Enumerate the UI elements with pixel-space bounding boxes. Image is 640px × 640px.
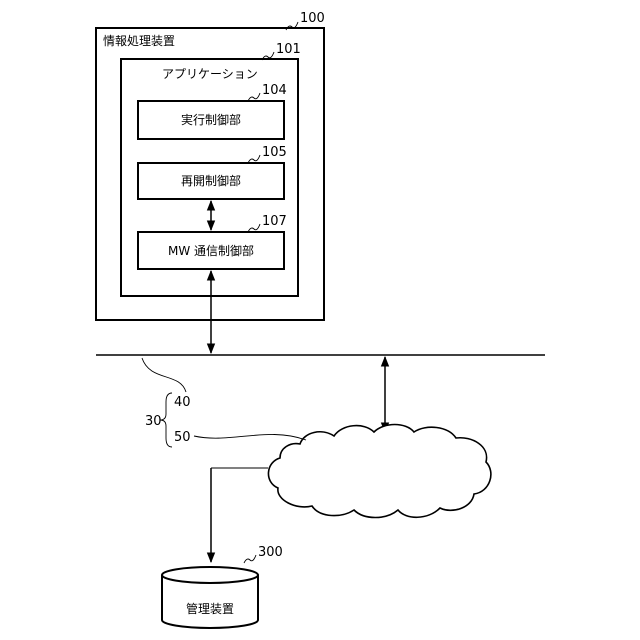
network-group-bracket	[160, 393, 172, 447]
management-device-label: 管理装置	[186, 601, 234, 616]
mw-comm-control-label: MW 通信制御部	[168, 243, 254, 258]
device-ref: 100	[300, 11, 325, 26]
device-label: 情報処理装置	[103, 34, 175, 48]
application-ref: 101	[276, 42, 301, 57]
cloud-ref: 50	[174, 430, 191, 445]
cloud-ref-leader	[194, 434, 306, 440]
resume-control-ref: 105	[262, 145, 287, 160]
bus-ref: 40	[174, 395, 191, 410]
mw-comm-control-ref: 107	[262, 214, 287, 229]
management-device-ref-leader	[244, 555, 256, 563]
management-device-ref: 300	[258, 545, 283, 560]
bus-ref-leader	[142, 358, 186, 392]
execution-control-ref: 104	[262, 83, 287, 98]
application-label: アプリケーション	[162, 67, 258, 81]
management-device-top	[162, 567, 258, 583]
execution-control-label: 実行制御部	[181, 112, 241, 127]
resume-control-label: 再開制御部	[181, 173, 241, 188]
network-group-ref: 30	[145, 414, 162, 429]
